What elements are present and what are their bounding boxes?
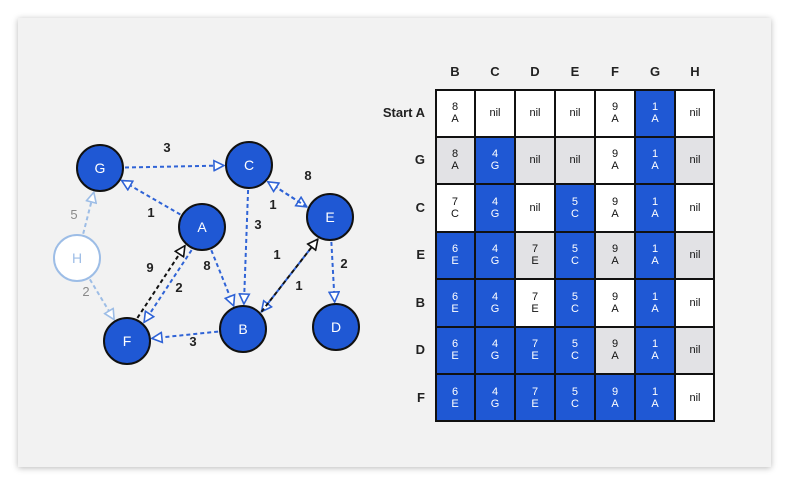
edge-a-to-f — [144, 249, 193, 322]
edge-a-to-g — [122, 181, 181, 216]
edge-weight-a-g: 1 — [147, 205, 154, 220]
node-label-b: B — [238, 321, 247, 337]
edge-h-to-f — [89, 278, 114, 319]
edge-weight-h-g: 5 — [70, 207, 77, 222]
node-label-d: D — [331, 319, 341, 335]
edge-weight-e-d: 2 — [340, 256, 347, 271]
node-circle-b — [219, 305, 267, 353]
edge-weight-c-b: 3 — [254, 217, 261, 232]
node-f: F — [103, 317, 151, 365]
edge-weight-g-c: 3 — [163, 140, 170, 155]
edge-f-to-a — [136, 246, 185, 319]
node-d: D — [312, 303, 360, 351]
edge-g-to-c — [124, 166, 224, 168]
edge-weight-b-f: 3 — [189, 334, 196, 349]
node-c: C — [225, 141, 273, 189]
edge-weight-e-b: 1 — [273, 247, 280, 262]
edge-weight-b-e: 1 — [295, 278, 302, 293]
edge-weight-c-e: 1 — [269, 197, 276, 212]
edge-weight-f-a: 2 — [175, 280, 182, 295]
node-circle-f — [103, 317, 151, 365]
node-label-c: C — [244, 157, 254, 173]
edge-c-to-b — [244, 189, 248, 304]
node-circle-c — [225, 141, 273, 189]
node-circle-e — [306, 193, 354, 241]
edge-weight-a-b: 8 — [203, 258, 210, 273]
node-g: G — [76, 144, 124, 192]
edge-b-to-e — [260, 239, 317, 313]
edge-e-to-d — [331, 241, 334, 302]
edge-b-to-f — [152, 330, 219, 339]
node-label-g: G — [95, 160, 106, 176]
nodes-layer: G C A E H F B D — [53, 141, 360, 365]
edge-h-to-g — [82, 192, 94, 235]
node-circle-h — [53, 234, 101, 282]
node-h: H — [53, 234, 101, 282]
node-circle-g — [76, 144, 124, 192]
node-circle-a — [178, 203, 226, 251]
node-a: A — [178, 203, 226, 251]
node-e: E — [306, 193, 354, 241]
node-label-e: E — [325, 209, 334, 225]
edge-weight-a-f: 9 — [146, 260, 153, 275]
node-circle-d — [312, 303, 360, 351]
edge-weight-e-c: 8 — [304, 168, 311, 183]
node-label-a: A — [197, 219, 207, 235]
edge-a-to-b — [210, 249, 233, 306]
edge-weight-h-f: 2 — [82, 284, 89, 299]
edge-e-to-c — [268, 182, 308, 208]
node-label-f: F — [123, 333, 132, 349]
node-b: B — [219, 305, 267, 353]
node-label-h: H — [72, 250, 82, 266]
